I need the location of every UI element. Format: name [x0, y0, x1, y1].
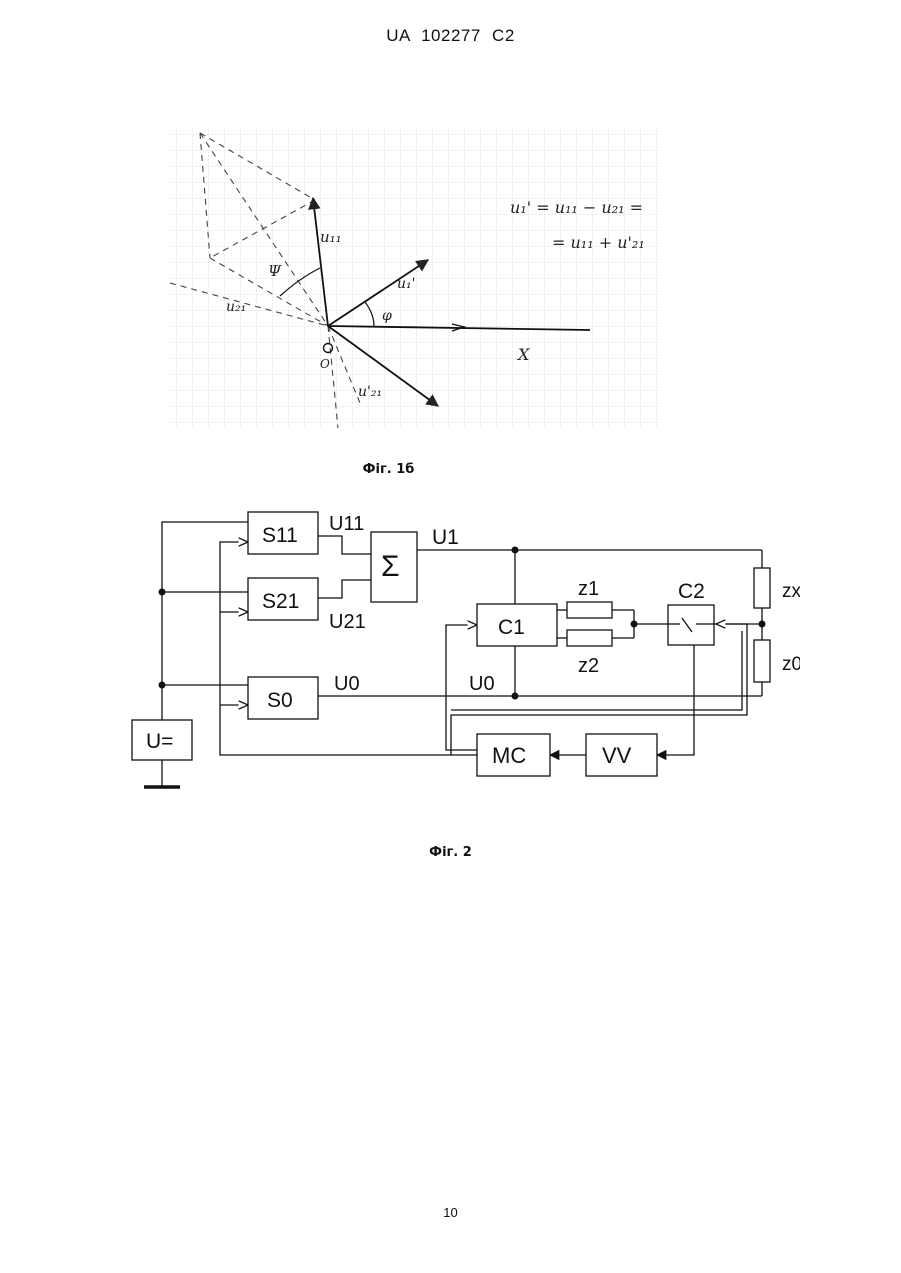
label-s0: S0	[267, 689, 293, 712]
resistor-z0	[754, 640, 770, 682]
label-c2: C2	[678, 580, 705, 603]
label-s11: S11	[262, 524, 298, 547]
label-signal-u0-s0: U0	[334, 673, 360, 695]
resistor-zx	[754, 568, 770, 608]
equation-line-1: u₁' = u₁₁ − u₂₁ =	[510, 198, 643, 217]
label-sum: Σ	[381, 550, 400, 583]
patent-number-header: UA 102277 C2	[0, 26, 901, 46]
label-phi: φ	[382, 308, 392, 324]
label-s21: S21	[262, 590, 299, 613]
label-signal-u0-c1: U0	[469, 673, 495, 695]
label-x: X	[516, 345, 530, 364]
label-dc-source: U=	[146, 730, 173, 753]
equation-line-2: = u₁₁ + u'₂₁	[552, 233, 645, 252]
label-c1: C1	[498, 616, 525, 639]
label-u21: u₂₁	[226, 299, 246, 315]
label-z0: z0	[782, 654, 800, 675]
label-mc: MC	[492, 743, 526, 768]
figure-2-caption: Фіг. 2	[0, 845, 901, 860]
block-c2	[668, 605, 714, 645]
label-signal-u1: U1	[432, 526, 459, 549]
resistor-z2	[567, 630, 612, 646]
label-z1: z1	[578, 578, 599, 600]
label-signal-u21: U21	[329, 611, 366, 633]
wires	[144, 522, 762, 787]
figure-1b-caption: Фіг. 1б	[0, 462, 839, 477]
label-vv: VV	[602, 743, 632, 768]
label-u1: u₁'	[397, 276, 415, 292]
label-u11: u₁₁	[320, 228, 342, 246]
figure-2-circuit-diagram: S11 S21 S0 Σ C1 C2 MC VV U= U11 U21 U1 U…	[120, 500, 800, 800]
label-u21-prime: u'₂₁	[358, 384, 382, 400]
figure-1b-vector-diagram: u₁₁ u₁' u₂₁ u'₂₁ Ψ φ X O u₁' = u₁₁ − u₂₁…	[160, 118, 670, 448]
label-origin: O	[320, 357, 330, 371]
resistor-z1	[567, 602, 612, 618]
label-z2: z2	[578, 655, 599, 677]
label-signal-u11: U11	[329, 513, 364, 535]
label-psi: Ψ	[268, 262, 282, 280]
page-number: 10	[0, 1205, 901, 1220]
label-zx: zx	[782, 581, 800, 602]
